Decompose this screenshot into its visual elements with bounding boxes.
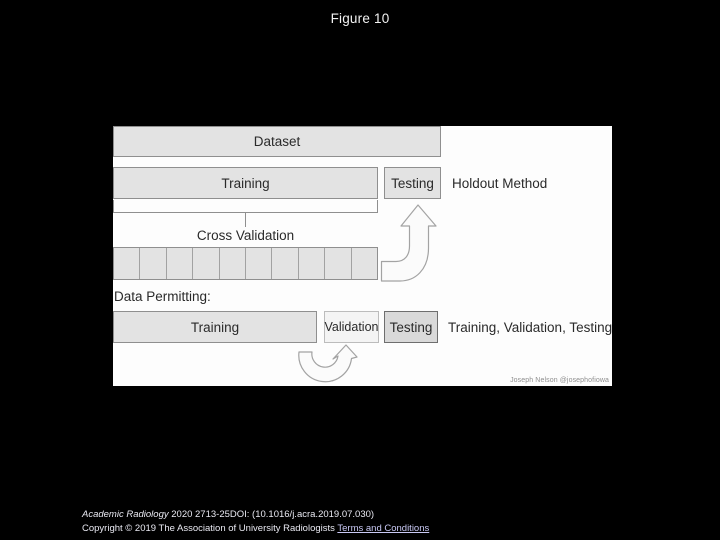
tvt-validation-label: Validation [324, 320, 379, 334]
cv-fold-cell [325, 248, 352, 279]
holdout-testing-label: Testing [391, 175, 434, 191]
cv-fold-cell [114, 248, 141, 279]
rotate-arrow-icon [298, 344, 358, 383]
up-arrow-icon [380, 204, 437, 282]
copyright-text: Copyright © 2019 The Association of Univ… [82, 522, 338, 534]
data-permitting-heading: Data Permitting: [114, 289, 211, 304]
tvt-caption: Training, Validation, Testing [448, 319, 613, 335]
cv-fold-cell [193, 248, 220, 279]
author-credit: Joseph Nelson @josephofiowa [510, 377, 609, 384]
bracket-connector-line [245, 213, 246, 227]
dataset-bar: Dataset [113, 126, 441, 157]
figure-title: Figure 10 [330, 11, 390, 26]
tvt-validation-box: Validation [324, 311, 379, 343]
cross-validation-label: Cross Validation [196, 228, 295, 243]
journal-name: Academic Radiology [82, 509, 169, 520]
cv-fold-cell [272, 248, 299, 279]
training-span-bracket [113, 200, 378, 213]
citation-footer: Academic Radiology 2020 2713-25DOI: (10.… [82, 508, 429, 535]
citation-line: Academic Radiology 2020 2713-25DOI: (10.… [82, 508, 429, 522]
holdout-training-bar: Training [113, 167, 378, 199]
tvt-training-bar: Training [113, 311, 317, 343]
figure-panel: Dataset Training Testing Holdout Method … [113, 126, 612, 386]
tvt-testing-box: Testing [384, 311, 438, 343]
holdout-training-label: Training [221, 175, 270, 191]
copyright-line: Copyright © 2019 The Association of Univ… [82, 522, 429, 536]
cv-folds [113, 247, 378, 280]
citation-details: 2020 2713-25DOI: (10.1016/j.acra.2019.07… [168, 509, 375, 520]
dataset-label: Dataset [253, 134, 301, 149]
cv-fold-cell [352, 248, 377, 279]
cv-fold-cell [220, 248, 247, 279]
terms-and-conditions-link[interactable]: Terms and Conditions [337, 522, 430, 534]
cv-fold-cell [140, 248, 167, 279]
cv-fold-cell [167, 248, 194, 279]
cv-fold-cell [299, 248, 326, 279]
cv-fold-cell [246, 248, 273, 279]
tvt-testing-label: Testing [389, 319, 433, 335]
holdout-testing-box: Testing [384, 167, 441, 199]
tvt-training-label: Training [190, 319, 240, 335]
holdout-method-caption: Holdout Method [452, 175, 548, 191]
